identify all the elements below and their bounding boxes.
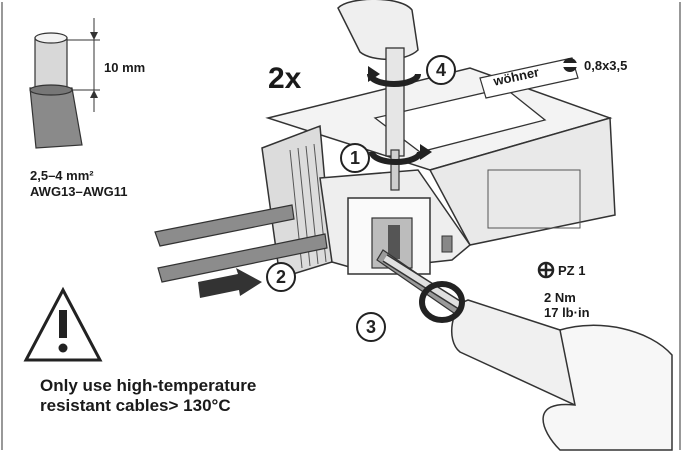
- vertical-screwdriver: [337, 0, 432, 191]
- cross-section-awg: AWG13–AWG11: [30, 184, 128, 199]
- cross-section-mm2: 2,5–4 mm²: [30, 168, 94, 183]
- slot-screwdriver-size: 0,8x3,5: [584, 58, 628, 73]
- step-2-badge: 2: [266, 262, 296, 292]
- stripped-wire-illustration: [29, 18, 100, 149]
- strip-length-label: 10 mm: [104, 60, 146, 75]
- warning-line-2: resistant cables> 130°C: [40, 396, 231, 415]
- torque-nm: 2 Nm: [544, 290, 576, 305]
- phillips-size: PZ 1: [558, 263, 586, 278]
- flat-screwdriver-icon: [562, 58, 578, 72]
- multiplier-label: 2x: [268, 62, 302, 95]
- step-3-badge: 3: [356, 312, 386, 342]
- warning-line-1: Only use high-temperature: [40, 376, 257, 395]
- phillips-screwdriver-icon: [537, 261, 555, 279]
- warning-icon: [23, 286, 103, 362]
- arrow-icon: [198, 268, 262, 298]
- step-1-badge: 1: [340, 143, 370, 173]
- diagonal-screwdriver: [382, 254, 673, 451]
- torque-lbin: 17 lb·in: [544, 305, 590, 320]
- step-4-badge: 4: [426, 55, 456, 85]
